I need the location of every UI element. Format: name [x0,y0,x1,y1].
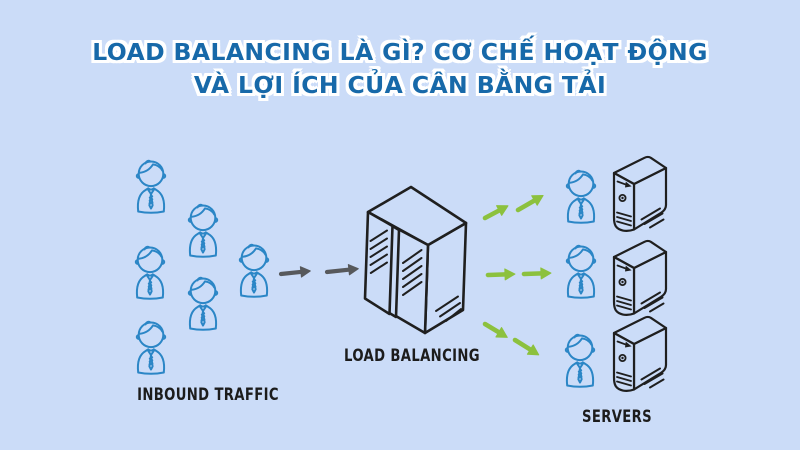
title-line-2: VÀ LỢI ÍCH CỦA CÂN BẰNG TẢI [193,71,607,99]
arrow-right-icon [324,264,359,276]
green-arrow-icon [521,267,552,280]
server-rows-group [564,155,668,392]
servers-label: SERVERS [581,406,653,427]
inbound-users-group [134,159,270,375]
inbound-traffic-label: INBOUND TRAFFIC [137,384,279,405]
user-icon [238,243,270,298]
load-balancing-label: LOAD BALANCING [344,345,480,366]
page-title: LOAD BALANCING LÀ GÌ? CƠ CHẾ HOẠT ĐỘNG V… [0,36,800,102]
green-arrow-icon [485,268,516,281]
server-tower-icon [612,239,668,316]
green-arrow-icon [482,321,508,338]
user-icon [564,333,596,388]
user-icon [187,203,219,258]
arrow-right-icon [278,266,311,278]
user-icon [565,244,597,299]
user-icon [135,159,167,214]
user-icon [187,276,219,331]
green-arrow-icon [515,195,544,213]
inbound-arrows-group [278,264,359,278]
server-tower-icon [612,155,668,232]
server-tower-icon [612,315,668,392]
title-line-1: LOAD BALANCING LÀ GÌ? CƠ CHẾ HOẠT ĐỘNG [92,38,708,66]
user-icon [565,169,597,224]
user-icon [134,245,166,300]
green-arrow-icon [482,205,509,221]
distribution-arrows-group [482,195,552,356]
green-arrow-icon [512,337,540,356]
load-balancer-tower-icon [363,185,468,335]
user-icon [135,320,167,375]
